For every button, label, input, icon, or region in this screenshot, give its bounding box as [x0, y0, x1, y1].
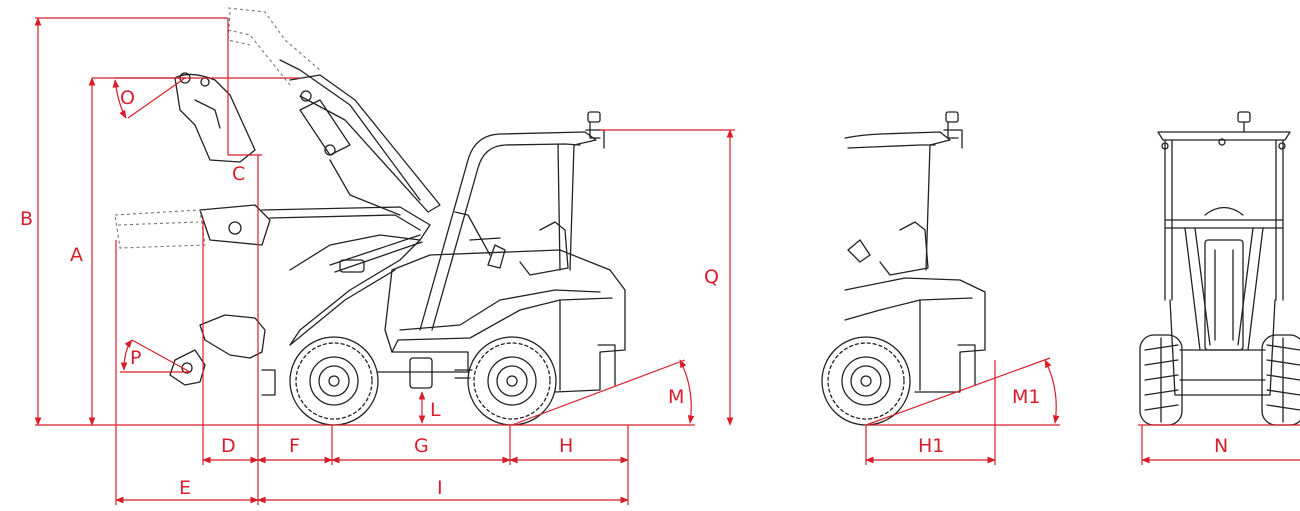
label-N: N	[1214, 435, 1228, 457]
label-D: D	[221, 435, 236, 457]
rear-wheel	[467, 336, 557, 426]
label-Q: Q	[704, 266, 719, 288]
bucket-raised	[174, 73, 256, 163]
dim-arc-M	[679, 359, 695, 424]
rops-frame	[419, 131, 597, 331]
label-L: L	[430, 399, 441, 421]
label-I: I	[437, 477, 443, 499]
partial-wheel	[821, 336, 911, 426]
label-B: B	[20, 208, 33, 230]
boom-raised	[289, 74, 441, 213]
label-M1: M1	[1012, 386, 1040, 408]
loader-front-view	[1139, 111, 1300, 426]
loader-partial-side-view	[821, 111, 986, 426]
front-roof	[1157, 131, 1291, 141]
front-left-tyre	[1139, 334, 1183, 426]
dim-arc-P	[120, 339, 133, 371]
chassis	[377, 249, 626, 393]
front-right-tyre	[1261, 334, 1300, 426]
label-M: M	[668, 386, 684, 408]
loader-side-view	[169, 59, 626, 426]
front-wheel	[289, 336, 379, 426]
label-O: O	[120, 87, 135, 109]
label-C: C	[232, 163, 245, 185]
label-P: P	[130, 347, 141, 369]
bucket-lowered	[199, 314, 266, 359]
label-G: G	[414, 435, 429, 457]
phantom-outline	[114, 7, 321, 249]
dim-arc-M1	[1044, 359, 1060, 424]
label-F: F	[289, 435, 300, 457]
label-A: A	[70, 244, 83, 266]
dim-arc-O	[112, 79, 127, 119]
dimension-lines	[34, 17, 1300, 505]
label-E: E	[179, 477, 191, 499]
label-H: H	[559, 435, 573, 457]
label-H1: H1	[918, 435, 944, 457]
